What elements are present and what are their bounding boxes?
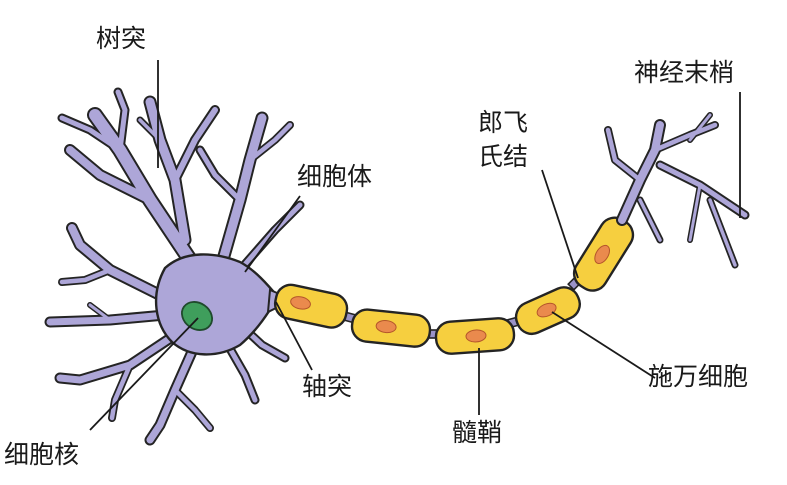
leader-nucleus [89, 317, 199, 431]
label-axon-terminal: 神经末梢 [634, 58, 735, 87]
label-axon: 轴突 [302, 372, 353, 401]
label-schwann-cell: 施万细胞 [648, 362, 749, 391]
schwann-cell-nucleus [465, 329, 487, 343]
axon-terminals [604, 112, 750, 269]
schwann-cell-nucleus [290, 296, 311, 310]
leader-node [541, 169, 579, 279]
leader-cell-body [244, 195, 301, 273]
schwann-cell-nucleus [536, 302, 557, 318]
label-node-of-ranvier-line1: 郎飞 [478, 108, 529, 137]
label-cell-body: 细胞体 [297, 162, 373, 191]
leader-lines [89, 60, 741, 431]
myelin-segment [273, 283, 349, 329]
dendrites [44, 87, 305, 446]
label-myelin-sheath: 髓鞘 [452, 418, 503, 447]
label-node-of-ranvier-line2: 氏结 [478, 142, 529, 171]
schwann-cell-nucleus [375, 320, 397, 334]
schwann-cell-nucleus [594, 244, 610, 265]
myelinated-axon [273, 216, 635, 355]
leader-schwann [551, 311, 656, 379]
label-dendrite: 树突 [96, 24, 147, 53]
leader-axon [275, 301, 313, 371]
label-nucleus: 细胞核 [4, 440, 80, 469]
